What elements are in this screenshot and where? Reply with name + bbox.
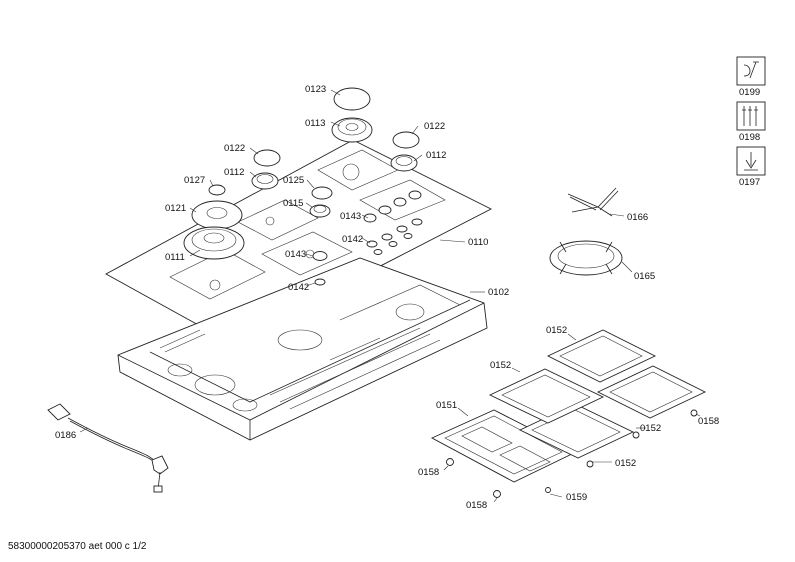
- label-0112-left: 0112: [224, 167, 244, 178]
- label-0152-right: 0152: [640, 423, 661, 434]
- tool-icon-0199[interactable]: [736, 56, 766, 86]
- burner-cap-0125: [311, 186, 333, 200]
- wok-support-0166: [567, 187, 619, 217]
- label-0122-left: 0122: [224, 143, 245, 154]
- power-cord: [47, 403, 169, 493]
- label-0127: 0127: [184, 175, 205, 186]
- leader-lines: [79, 89, 701, 503]
- tool-icon-0197[interactable]: [736, 146, 766, 176]
- burner-0115: [309, 204, 331, 218]
- label-0121: 0121: [165, 203, 186, 214]
- burner-0111: [183, 226, 245, 260]
- label-0143-upper: 0143: [340, 211, 361, 222]
- knob-lower: [312, 251, 328, 286]
- label-0152-bottom: 0152: [615, 458, 636, 469]
- burner-cap-0123: [333, 87, 371, 111]
- base-tray: [117, 257, 488, 441]
- label-0186: 0186: [55, 430, 76, 441]
- label-0158-right: 0158: [698, 416, 719, 427]
- label-0165: 0165: [634, 271, 655, 282]
- pan-supports: [430, 329, 707, 498]
- burner-0112-right: [390, 154, 418, 172]
- knob-set-upper: [363, 190, 423, 255]
- burner-cap-0127: [208, 184, 226, 196]
- burner-0113: [331, 117, 373, 143]
- label-0125: 0125: [283, 175, 304, 186]
- label-0166: 0166: [627, 212, 648, 223]
- label-0151: 0151: [436, 400, 457, 411]
- label-0111: 0111: [165, 252, 185, 263]
- label-0110: 0110: [468, 237, 488, 248]
- label-0115: 0115: [283, 198, 303, 209]
- label-0112-right: 0112: [426, 150, 446, 161]
- label-0123: 0123: [305, 84, 326, 95]
- burner-0112-left: [251, 172, 279, 190]
- tool-icon-0198[interactable]: [736, 101, 766, 131]
- document-footer-code: 58300000205370 aet 000 c 1/2: [8, 541, 147, 552]
- label-0143-lower: 0143: [285, 249, 306, 260]
- label-0102: 0102: [488, 287, 509, 298]
- label-0113: 0113: [305, 118, 325, 129]
- burner-ring-0121: [191, 200, 243, 230]
- label-0152-top: 0152: [546, 325, 567, 336]
- part-labels: 0123 0113 0122 0112 0122 0112 0127 0125 …: [55, 84, 760, 511]
- label-0198: 0198: [739, 132, 760, 143]
- label-0159: 0159: [566, 492, 587, 503]
- burner-cap-0122-left: [253, 149, 281, 167]
- label-0122-right: 0122: [424, 121, 445, 132]
- wok-ring-0165: [549, 240, 623, 276]
- burner-cap-0122-right: [392, 131, 420, 149]
- label-0142-upper: 0142: [342, 234, 363, 245]
- label-0152-left: 0152: [490, 360, 511, 371]
- label-0199: 0199: [739, 87, 760, 98]
- label-0158-bottom: 0158: [466, 500, 487, 511]
- label-0197: 0197: [739, 177, 760, 188]
- label-0142-lower: 0142: [288, 282, 309, 293]
- label-0158-left: 0158: [418, 467, 439, 478]
